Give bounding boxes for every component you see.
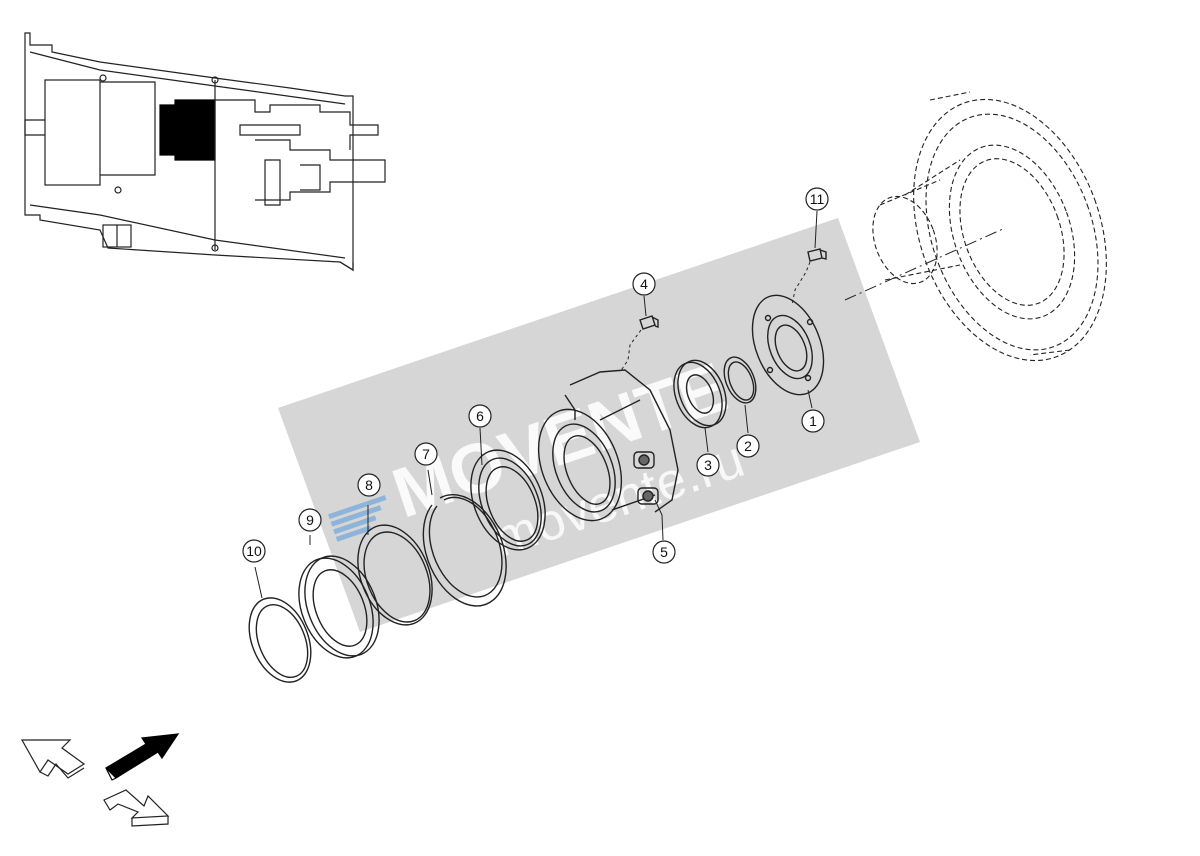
part-5-carrier-housing: [537, 369, 679, 541]
callout-1-label: 1: [809, 413, 817, 429]
callout-7[interactable]: 7: [414, 442, 438, 466]
part-11-bolt: [791, 248, 827, 306]
callout-6[interactable]: 6: [468, 404, 492, 466]
housing-dashed: [872, 91, 1107, 362]
callout-3-label: 3: [704, 457, 712, 473]
callout-10-label: 10: [246, 543, 262, 559]
callout-6-label: 6: [476, 408, 484, 424]
part-9-seal: [298, 535, 380, 659]
watermark-logo: [328, 495, 387, 542]
navigation-arrows: [20, 733, 180, 827]
callout-8[interactable]: 8: [357, 473, 381, 497]
callout-5-label: 5: [660, 544, 668, 560]
part-3-bearing: [673, 359, 727, 429]
part-6-seal-ring: [470, 449, 546, 551]
callout-11[interactable]: 11: [805, 187, 829, 249]
part-10-ring: [248, 566, 312, 683]
callout-1[interactable]: 1: [801, 389, 825, 433]
callout-5[interactable]: 5: [652, 540, 676, 564]
callout-9[interactable]: 9: [298, 508, 322, 532]
part-4-bolt: [619, 315, 659, 373]
arrow-up-right-filled-icon[interactable]: [105, 733, 180, 781]
callout-4[interactable]: 4: [632, 272, 656, 317]
callout-2[interactable]: 2: [736, 404, 760, 458]
arrow-down-right-outline-icon[interactable]: [103, 789, 170, 827]
callout-11-label: 11: [810, 191, 825, 207]
part-1-cover-plate: [751, 294, 825, 396]
transmission-overview: [24, 32, 386, 272]
callout-4-label: 4: [640, 276, 648, 292]
part-2-snap-ring: [723, 356, 757, 404]
callout-9-label: 9: [306, 512, 314, 528]
arrow-left-outline-icon[interactable]: [20, 739, 86, 779]
callout-10[interactable]: 10: [242, 539, 266, 563]
callout-3[interactable]: 3: [696, 427, 720, 477]
callout-8-label: 8: [365, 477, 373, 493]
callout-2-label: 2: [744, 438, 752, 454]
part-7-snap-ring: [422, 469, 507, 607]
axis-centerline-upper: [844, 227, 1006, 301]
callout-7-label: 7: [422, 446, 430, 462]
parts: [248, 91, 1107, 683]
callouts: 1 2 3 4 5 6 7: [242, 187, 829, 564]
